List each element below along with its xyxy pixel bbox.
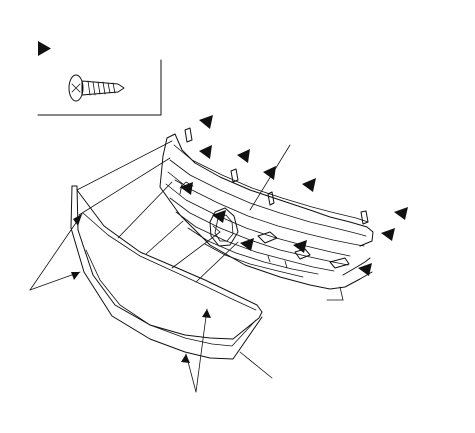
callout-markers bbox=[180, 115, 408, 276]
molding-inner-edge bbox=[70, 185, 263, 360]
triangle-marker-icon bbox=[263, 166, 276, 180]
triangle-marker-icon bbox=[302, 178, 316, 192]
triangle-right-icon bbox=[38, 41, 51, 56]
triangle-marker-icon bbox=[180, 182, 193, 195]
screw-icon bbox=[68, 74, 125, 102]
grille-slats bbox=[165, 144, 369, 278]
triangle-marker-icon bbox=[381, 228, 395, 241]
triangle-marker-icon bbox=[212, 210, 226, 223]
grille-assembly bbox=[159, 127, 374, 290]
grille-molding-frame bbox=[70, 185, 263, 360]
triangle-marker-icon bbox=[199, 115, 213, 129]
grille-right-tab bbox=[342, 257, 371, 276]
grille-clips bbox=[184, 127, 369, 269]
grille-bottom-edge bbox=[159, 186, 373, 290]
triangle-marker-icon bbox=[358, 263, 372, 276]
molding-top-rail bbox=[76, 189, 263, 313]
leader-lines bbox=[29, 140, 344, 393]
triangle-marker-icon bbox=[293, 240, 307, 253]
triangle-marker-icon bbox=[394, 207, 408, 220]
molding-top-rail-inner bbox=[82, 212, 257, 311]
molding-lower-inner bbox=[85, 249, 257, 347]
triangle-marker-icon bbox=[240, 238, 254, 251]
grille-emblem-mount bbox=[209, 207, 239, 247]
leader-arrowheads bbox=[71, 214, 211, 363]
triangle-marker-icon bbox=[237, 149, 250, 163]
grille-upper-outline bbox=[166, 133, 374, 247]
molding-outer-edge bbox=[71, 185, 263, 340]
triangle-marker-icon bbox=[199, 145, 212, 159]
legend-box bbox=[37, 41, 162, 116]
legend-box-border bbox=[37, 59, 162, 116]
